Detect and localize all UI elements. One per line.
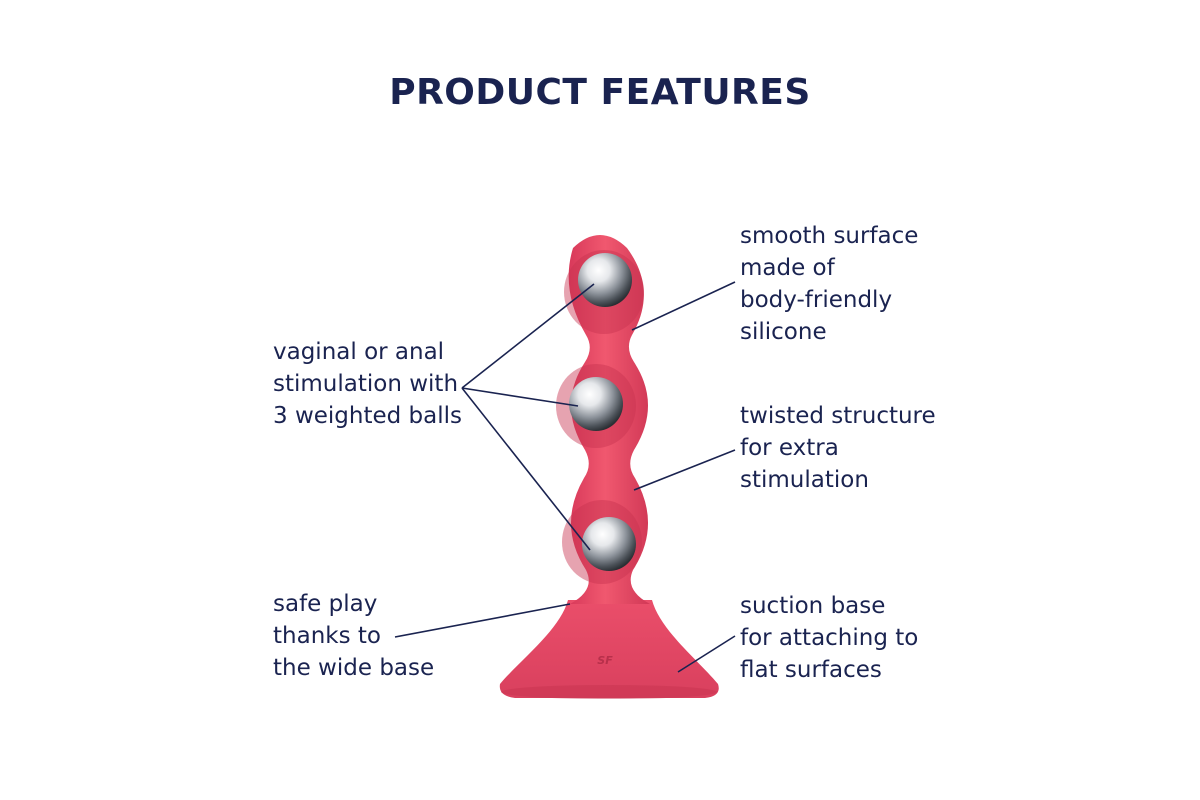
callout-line-suction-base xyxy=(677,635,736,673)
callout-line-ball-top xyxy=(461,283,595,389)
feature-text-line: suction base xyxy=(740,593,886,619)
callout-line-twisted-structure xyxy=(633,449,736,491)
callout-line-smooth-surface xyxy=(631,281,736,331)
product-silhouette: SF xyxy=(499,235,719,699)
feature-text-line: body-friendly xyxy=(740,287,893,313)
feature-text-line: 3 weighted balls xyxy=(273,403,463,429)
ball-bottom xyxy=(582,517,636,571)
feature-text-line: flat surfaces xyxy=(740,657,882,683)
feature-text-line: vaginal or anal xyxy=(273,339,445,365)
product-base-rim xyxy=(501,685,717,699)
feature-safe-play: safe play thanks to the wide base xyxy=(273,588,434,684)
feature-text-line: for attaching to xyxy=(740,625,919,651)
feature-smooth-surface: smooth surface made of body-friendly sil… xyxy=(740,220,918,348)
ball-middle xyxy=(569,377,623,431)
feature-text-line: twisted structure xyxy=(740,403,936,429)
feature-text-line: the wide base xyxy=(273,655,435,681)
feature-text-line: for extra xyxy=(740,435,839,461)
ball-top xyxy=(578,253,632,307)
product-logo: SF xyxy=(597,654,613,667)
feature-text-line: stimulation xyxy=(740,467,869,493)
feature-weighted-balls: vaginal or anal stimulation with 3 weigh… xyxy=(273,336,462,432)
callout-line-safe-play xyxy=(394,603,571,638)
feature-text-line: silicone xyxy=(740,319,827,345)
feature-twisted-structure: twisted structure for extra stimulation xyxy=(740,400,936,496)
feature-text-line: stimulation with xyxy=(273,371,459,397)
product-base xyxy=(499,600,719,698)
page-title: PRODUCT FEATURES xyxy=(389,72,811,113)
feature-text-line: safe play xyxy=(273,591,378,617)
feature-suction-base: suction base for attaching to flat surfa… xyxy=(740,590,918,686)
feature-text-line: thanks to xyxy=(273,623,381,649)
feature-text-line: smooth surface xyxy=(740,223,919,249)
feature-text-line: made of xyxy=(740,255,835,281)
callout-line-ball-bottom xyxy=(461,387,591,551)
callout-line-ball-middle xyxy=(461,387,579,407)
